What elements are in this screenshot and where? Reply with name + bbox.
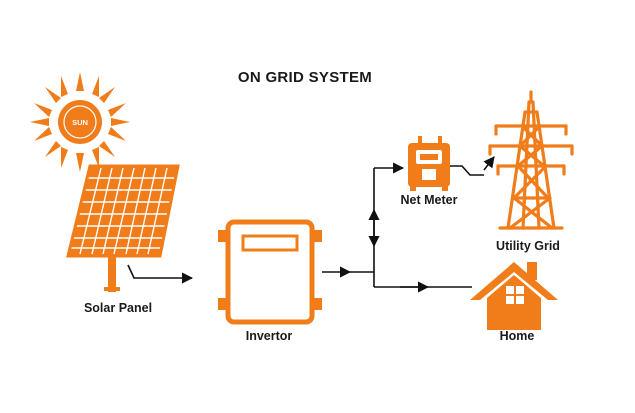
utility-grid-label: Utility Grid — [496, 239, 560, 253]
diagram-title: ON GRID SYSTEM — [238, 69, 372, 86]
home-icon — [470, 262, 558, 330]
solar-panel-icon — [66, 164, 180, 292]
meter-to-grid-line — [450, 165, 484, 176]
home-label: Home — [500, 329, 535, 343]
sun-icon: SUN — [30, 72, 130, 172]
sun-label: SUN — [72, 118, 88, 127]
net-meter-icon — [408, 136, 450, 191]
panel-to-inverter-line — [127, 264, 194, 284]
invertor-label: Invertor — [246, 329, 293, 343]
net-meter-label: Net Meter — [401, 193, 458, 207]
meter-to-grid-arrow — [483, 156, 495, 171]
invertor-icon — [218, 219, 322, 325]
utility-grid-tower-icon — [488, 90, 574, 230]
solar-panel-label: Solar Panel — [84, 301, 152, 315]
